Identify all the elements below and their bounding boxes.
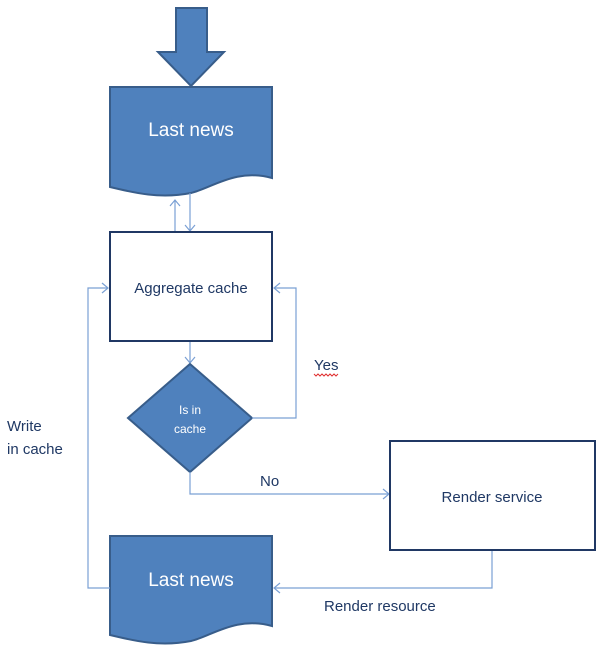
decision-label-line1: Is in [179, 403, 201, 417]
yes-spellcheck-underline [313, 373, 339, 377]
bottom-last-news-shape[interactable] [109, 535, 273, 645]
decision-label-line2: cache [174, 422, 206, 436]
write-cache-label-line2: in cache [7, 441, 63, 458]
connector-no-path [189, 472, 389, 495]
connector-write-in-cache [87, 287, 110, 589]
entry-arrow [155, 7, 227, 88]
connector-yes-loop [252, 287, 297, 419]
no-label: No [260, 473, 279, 490]
render-resource-label: Render resource [324, 598, 436, 615]
is-in-cache-decision[interactable] [126, 362, 254, 474]
yes-label: Yes [314, 357, 338, 374]
top-last-news-shape[interactable] [109, 86, 273, 197]
arrowhead-yes [273, 282, 281, 294]
write-cache-label-line1: Write [7, 418, 42, 435]
render-service-box[interactable] [389, 440, 596, 551]
top-last-news-label: Last news [148, 120, 234, 141]
aggregate-cache-label: Aggregate cache [134, 280, 247, 297]
arrowhead-render-resource [273, 582, 281, 594]
render-service-label: Render service [442, 489, 543, 506]
arrowhead-up-doc [169, 199, 181, 207]
bottom-last-news-label: Last news [148, 570, 234, 591]
arrowhead-write-in-cache [101, 282, 109, 294]
aggregate-cache-box[interactable] [109, 231, 273, 342]
connector-render-resource [274, 551, 493, 589]
